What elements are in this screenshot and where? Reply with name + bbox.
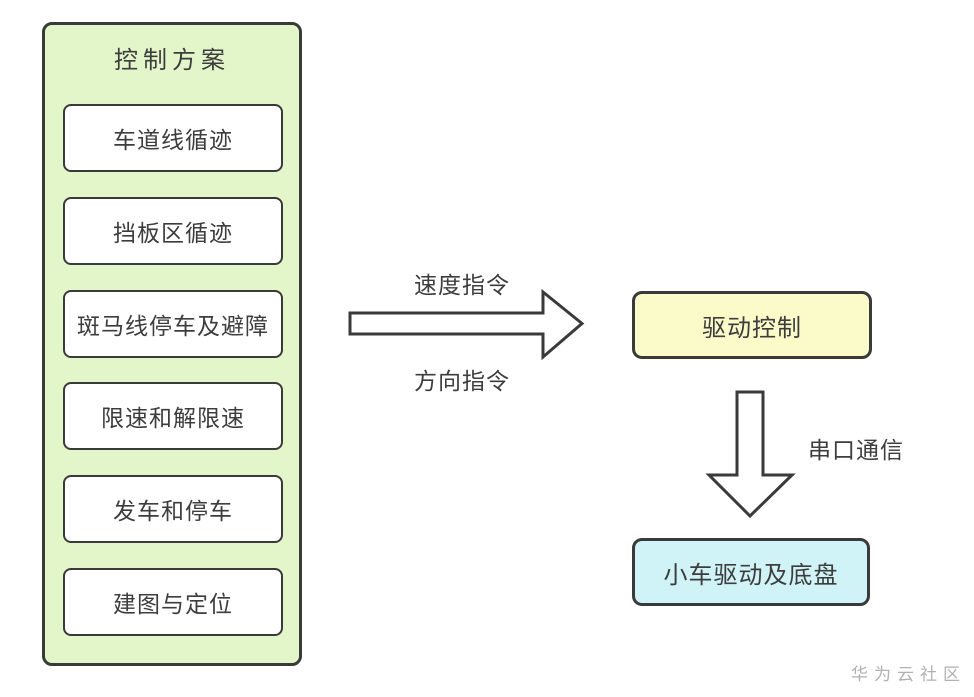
- item-speed-limit-release: 限速和解限速: [63, 382, 283, 450]
- item-zebra-stop-obstacle-avoidance: 斑马线停车及避障: [63, 290, 283, 358]
- drive-control-node: 驱动控制: [632, 291, 872, 359]
- car-drive-chassis-node: 小车驱动及底盘: [632, 538, 870, 606]
- item-start-and-stop: 发车和停车: [63, 475, 283, 543]
- speed-command-label: 速度指令: [414, 272, 510, 298]
- serial-communication-label: 串口通信: [808, 437, 904, 463]
- item-baffle-zone-tracking: 挡板区循迹: [63, 197, 283, 265]
- panel-title: 控制方案: [114, 47, 230, 74]
- down-arrow-icon: [705, 390, 796, 519]
- direction-command-label: 方向指令: [414, 368, 510, 394]
- watermark: 华为云社区: [851, 665, 966, 684]
- right-arrow-icon: [348, 288, 585, 361]
- item-lane-line-tracking: 车道线循迹: [63, 104, 283, 172]
- item-mapping-localization: 建图与定位: [63, 568, 283, 636]
